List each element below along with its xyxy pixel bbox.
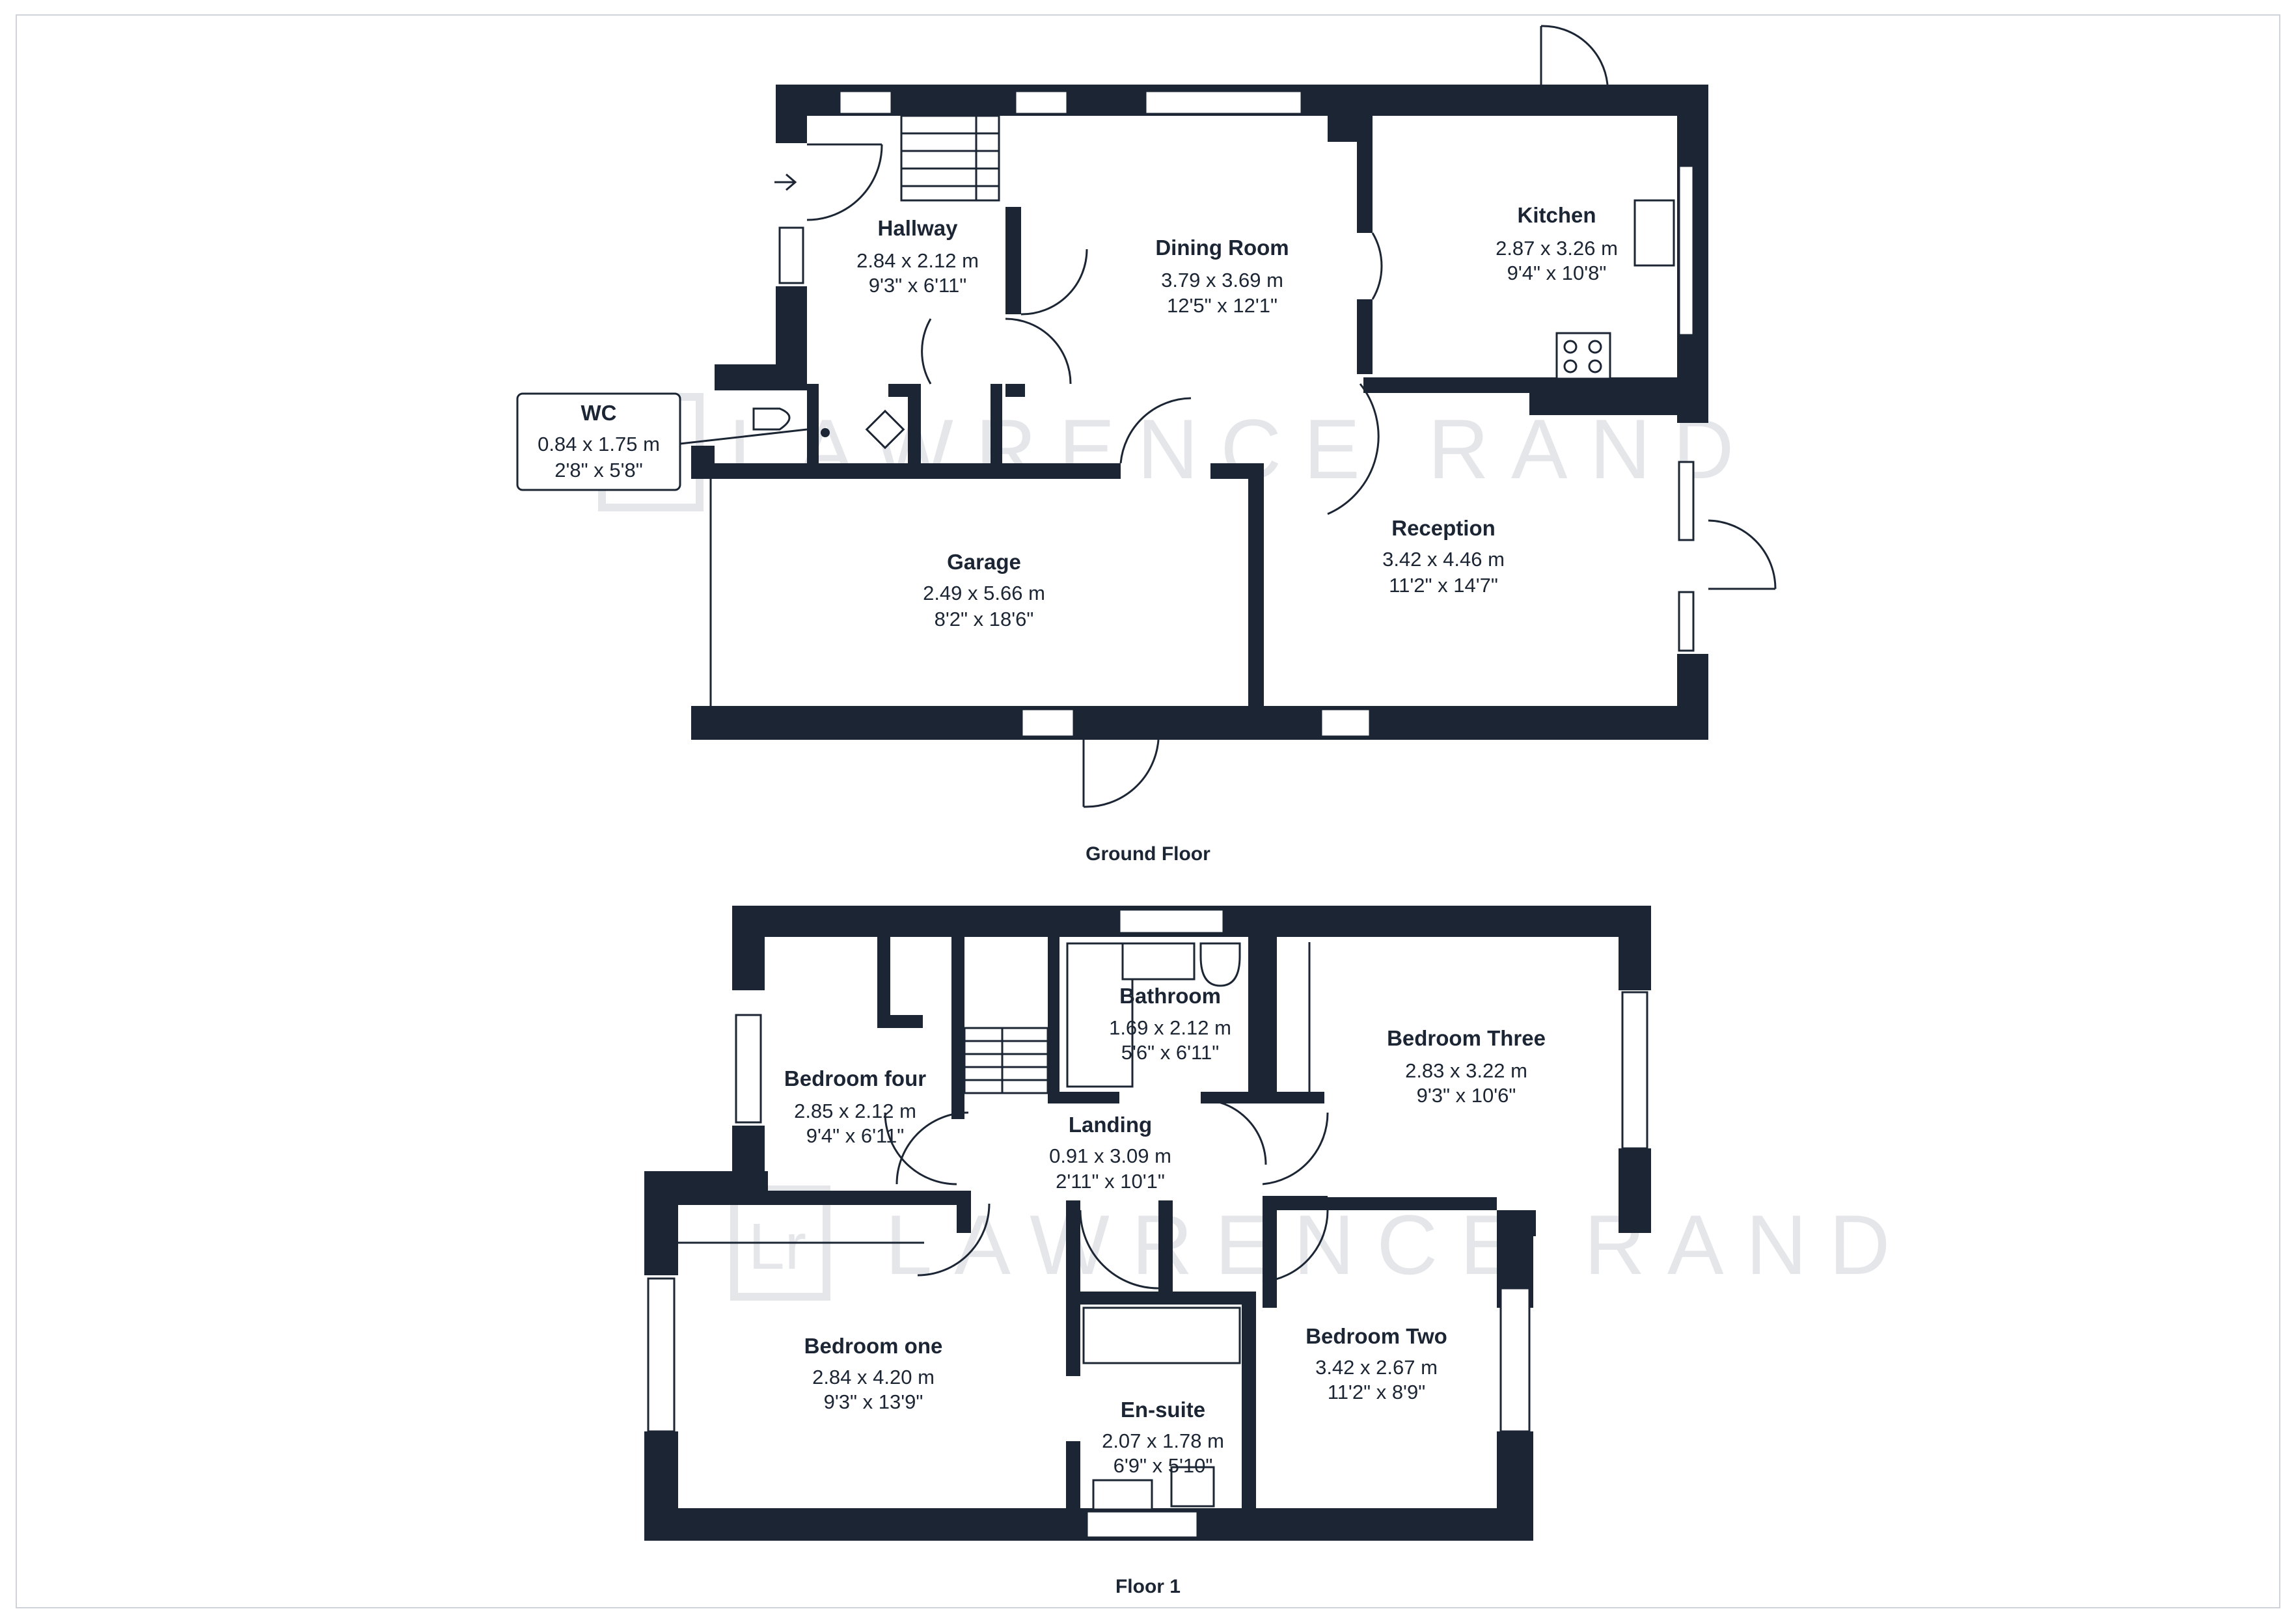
room-dimensions-imperial: 9'4" x 10'8" xyxy=(1507,262,1607,284)
toilet-icon xyxy=(1170,1466,1215,1508)
room-name: Landing xyxy=(1069,1113,1152,1137)
room-dimensions-imperial: 9'4" x 6'11" xyxy=(806,1124,904,1147)
basin-icon xyxy=(1121,942,1196,981)
room-dimensions-imperial: 12'5" x 12'1" xyxy=(1167,294,1278,317)
hob-icon xyxy=(1555,332,1611,380)
room-dimensions-imperial: 8'2" x 18'6" xyxy=(935,608,1034,630)
toilet-icon xyxy=(752,407,791,431)
room-dimensions-imperial: 5'6" x 6'11" xyxy=(1121,1041,1219,1064)
room-dimensions-metric: 2.83 x 3.22 m xyxy=(1405,1059,1527,1082)
room-landing: Landing 0.91 x 3.09 m 2'11" x 10'1" xyxy=(1049,1113,1171,1193)
room-reception: Reception 3.42 x 4.46 m 11'2" x 14'7" xyxy=(1382,516,1505,597)
wc-label-box xyxy=(516,392,681,491)
room-dimensions-metric: 2.85 x 2.12 m xyxy=(794,1100,916,1122)
room-dimensions-imperial: 2'11" x 10'1" xyxy=(1056,1170,1165,1193)
room-dimensions-metric: 1.69 x 2.12 m xyxy=(1109,1016,1231,1039)
kitchen-sink-icon xyxy=(1633,199,1675,267)
room-bedroom-four: Bedroom four 2.85 x 2.12 m 9'4" x 6'11" xyxy=(784,1066,926,1147)
room-dimensions-metric: 3.79 x 3.69 m xyxy=(1161,269,1283,291)
bath-icon xyxy=(1066,942,1134,1088)
room-hallway: Hallway 2.84 x 2.12 m 9'3" x 6'11" xyxy=(856,216,979,297)
room-dimensions-imperial: 9'3" x 10'6" xyxy=(1417,1084,1516,1107)
basin-icon xyxy=(1092,1479,1153,1511)
room-bedroom-one: Bedroom one 2.84 x 4.20 m 9'3" x 13'9" xyxy=(804,1334,943,1413)
room-name: Bedroom one xyxy=(804,1334,943,1358)
room-name: Dining Room xyxy=(1155,236,1289,260)
toilet-icon xyxy=(1199,942,1241,987)
room-dimensions-metric: 3.42 x 2.67 m xyxy=(1315,1356,1438,1379)
room-dimensions-imperial: 11'2" x 14'7" xyxy=(1389,574,1498,597)
room-name: Bathroom xyxy=(1119,984,1221,1008)
room-garage: Garage 2.49 x 5.66 m 8'2" x 18'6" xyxy=(923,550,1045,630)
room-bedroom-two: Bedroom Two 3.42 x 2.67 m 11'2" x 8'9" xyxy=(1305,1324,1447,1403)
room-dimensions-metric: 2.84 x 2.12 m xyxy=(856,249,979,272)
room-dining-room: Dining Room 3.79 x 3.69 m 12'5" x 12'1" xyxy=(1155,236,1289,317)
room-bathroom: Bathroom 1.69 x 2.12 m 5'6" x 6'11" xyxy=(1109,984,1231,1064)
room-dimensions-imperial: 9'3" x 6'11" xyxy=(869,274,966,297)
room-name: En-suite xyxy=(1121,1398,1205,1422)
room-wc: WC 0.84 x 1.75 m 2'8" x 5'8" xyxy=(538,401,660,481)
first-floor-plan xyxy=(644,906,1651,1541)
room-name: WC xyxy=(581,401,617,425)
page-frame xyxy=(16,14,2280,1608)
watermark-text: LAWRENCE RAND xyxy=(729,401,1756,496)
room-dimensions-metric: 2.07 x 1.78 m xyxy=(1102,1429,1224,1452)
room-bedroom-three: Bedroom Three 2.83 x 3.22 m 9'3" x 10'6" xyxy=(1387,1026,1546,1107)
room-dimensions-imperial: 11'2" x 8'9" xyxy=(1328,1381,1425,1403)
watermark-bottom: Lr LAWRENCE RAND xyxy=(730,1185,1912,1301)
room-dimensions-metric: 2.87 x 3.26 m xyxy=(1496,237,1618,260)
floor-label-first: Floor 1 xyxy=(1115,1576,1181,1597)
room-ensuite: En-suite 2.07 x 1.78 m 6'9" x 5'10" xyxy=(1102,1398,1224,1477)
room-dimensions-metric: 3.42 x 4.46 m xyxy=(1382,548,1505,571)
room-dimensions-metric: 0.91 x 3.09 m xyxy=(1049,1144,1171,1167)
room-name: Bedroom Two xyxy=(1305,1324,1447,1348)
room-dimensions-metric: 0.84 x 1.75 m xyxy=(538,433,660,455)
window xyxy=(1118,908,1225,934)
room-dimensions-imperial: 6'9" x 5'10" xyxy=(1114,1454,1213,1477)
watermark-text: LAWRENCE RAND xyxy=(885,1197,1912,1292)
room-name: Kitchen xyxy=(1517,203,1596,227)
room-name: Bedroom Three xyxy=(1387,1026,1546,1050)
room-dimensions-imperial: 9'3" x 13'9" xyxy=(824,1390,923,1413)
room-name: Hallway xyxy=(878,216,959,240)
room-kitchen: Kitchen 2.87 x 3.26 m 9'4" x 10'8" xyxy=(1496,203,1618,284)
room-name: Bedroom four xyxy=(784,1066,926,1090)
room-dimensions-imperial: 2'8" x 5'8" xyxy=(554,459,643,481)
room-name: Reception xyxy=(1391,516,1496,540)
room-dimensions-metric: 2.49 x 5.66 m xyxy=(923,582,1045,604)
room-name: Garage xyxy=(947,550,1021,574)
boiler-icon xyxy=(865,409,905,450)
room-dimensions-metric: 2.84 x 4.20 m xyxy=(812,1366,935,1388)
watermark-logo: Lr xyxy=(748,1210,806,1283)
floor-label-ground: Ground Floor xyxy=(1086,843,1210,865)
ground-floor-plan xyxy=(516,25,1777,808)
shower-icon xyxy=(1082,1306,1241,1364)
